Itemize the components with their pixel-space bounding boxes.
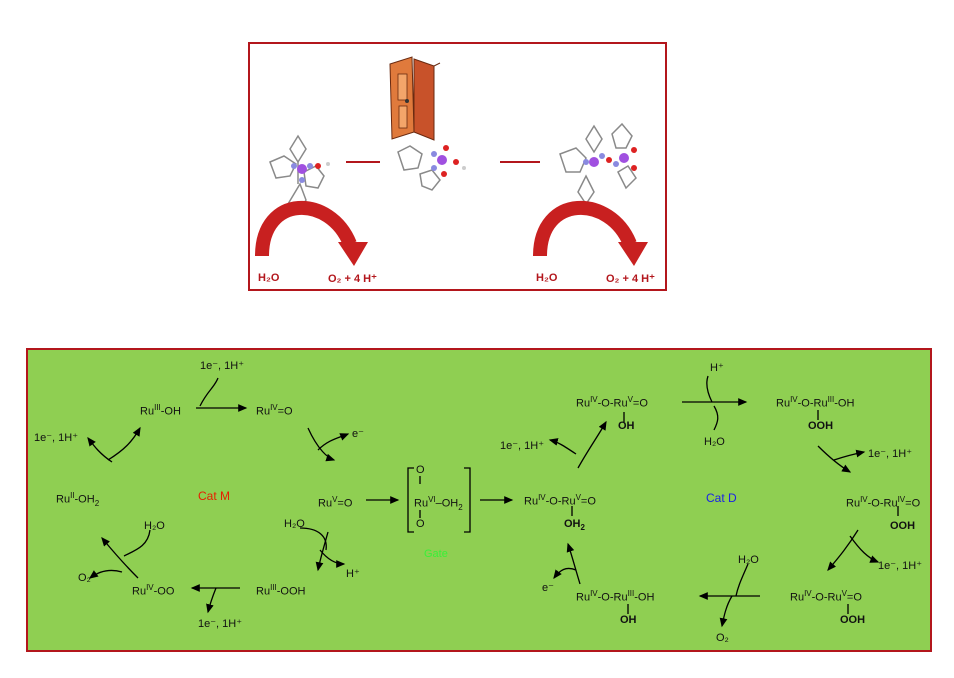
cycle-d-right-species: RuIV-O-RuIV=O [846, 495, 921, 510]
ru3-ooh-species: RuIII-OOH [256, 583, 306, 598]
cycle-m-step1-label: 1e⁻, 1H⁺ [200, 360, 245, 372]
cycle-d-step-b-water: H₂O [704, 436, 725, 448]
cycle-m-step6-label: 1e⁻, 1H⁺ [34, 432, 79, 444]
monomer-molecule-left [269, 134, 330, 216]
cycle-d-right-ooh: OOH [890, 520, 916, 532]
cycle-d-bottom-right-ooh: OOH [840, 614, 866, 626]
cycle-d-top-right-species: RuIV-O-RuIII-OH [776, 395, 855, 410]
ru2-oh2-species: RuII-OH2 [56, 491, 100, 508]
cycle-d-top-right-ooh: OOH [808, 420, 834, 432]
gate-o-bottom: O [416, 518, 425, 530]
ru5-o-species: RuV=O [318, 495, 353, 510]
cycle-d-bottom-right-species: RuIV-O-RuV=O [790, 589, 862, 604]
cycle-m-step5-water: H₂O [144, 520, 165, 532]
reaction-arrow-right [533, 201, 648, 266]
cycle-m-step3-water: H₂O [284, 518, 305, 530]
right-product-label: O₂ + 4 H⁺ [606, 273, 655, 285]
cycle-m-step5-o2: O₂ [78, 572, 91, 584]
left-product-label: O₂ + 4 H⁺ [328, 273, 377, 285]
left-reactant-label: H₂O [258, 272, 280, 284]
reaction-arrows [87, 375, 899, 628]
cycle-d-top-left-oh: OH [618, 420, 635, 432]
cycle-m-step3-proton: H⁺ [346, 568, 360, 580]
gate-ru6-species: RuVI–OH2 [414, 495, 463, 512]
reaction-arrow-left [255, 201, 368, 266]
door-icon [389, 56, 441, 141]
cycle-d-start-species: RuIV-O-RuV=O [524, 493, 596, 508]
gate-o-top: O [416, 464, 425, 476]
cycle-d-bottom-left-oh: OH [620, 614, 637, 626]
molecular-illustration [255, 56, 648, 266]
mechanism-illustration-panel: H₂O O₂ + 4 H⁺ H₂O O₂ + 4 H⁺ [248, 42, 667, 291]
catalytic-cycle-panel: 1e⁻, 1H⁺ RuIII-OH RuIV=O e⁻ 1e⁻, 1H⁺ RuI… [26, 348, 932, 652]
cycle-m-step2-label: e⁻ [352, 428, 364, 440]
gate-molecule [397, 145, 466, 191]
gate-label: Gate [424, 548, 448, 560]
cycle-d-step-f-label: e⁻ [542, 582, 554, 594]
cycle-d-top-left-species: RuIV-O-RuV=O [576, 395, 648, 410]
ru4-oo-species: RuIV-OO [132, 583, 175, 598]
cycle-d-step-b-proton: H⁺ [710, 362, 724, 374]
cycle-d-step-c-label: 1e⁻, 1H⁺ [868, 448, 913, 460]
dimer-molecule-right [559, 122, 637, 206]
right-reactant-label: H₂O [536, 272, 558, 284]
cat-m-label: Cat M [198, 489, 231, 503]
cycle-d-step-e-o2: O₂ [716, 632, 729, 644]
cycle-d-step-d-label: 1e⁻, 1H⁺ [878, 560, 923, 572]
cycle-d-step-a-label: 1e⁻, 1H⁺ [500, 440, 545, 452]
cat-d-label: Cat D [706, 491, 737, 505]
ru3-oh-species: RuIII-OH [140, 403, 181, 418]
cycle-d-start-oh2: OH2 [564, 518, 585, 533]
cycle-d-bottom-left-species: RuIV-O-RuIII-OH [576, 589, 655, 604]
ru4-o-species: RuIV=O [256, 403, 293, 418]
cycle-d-step-e-water: H₂O [738, 554, 759, 566]
cycle-m-step4-label: 1e⁻, 1H⁺ [198, 618, 243, 630]
